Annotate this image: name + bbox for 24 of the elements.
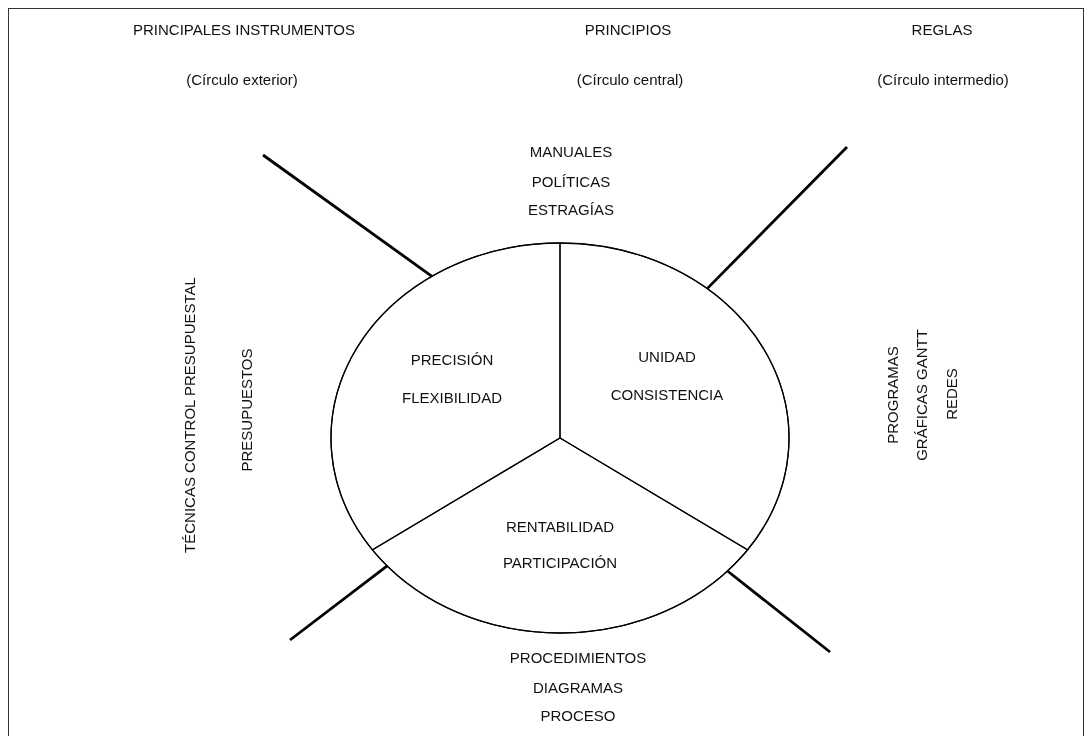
sector-label: CONSISTENCIA: [610, 386, 724, 404]
category-label: POLÍTICAS: [531, 173, 611, 191]
category-label: PROGRAMAS: [884, 346, 902, 444]
category-label: PRINCIPIOS: [584, 21, 672, 39]
category-label: REGLAS: [911, 21, 973, 39]
category-label: PROCEDIMIENTOS: [509, 649, 647, 667]
category-label: (Círculo intermedio): [877, 71, 1009, 89]
sector-label: RENTABILIDAD: [505, 518, 615, 536]
sector-label: FLEXIBILIDAD: [402, 389, 502, 407]
category-label: (Círculo central): [576, 71, 684, 89]
category-label: TÉCNICAS CONTROL PRESUPUESTAL: [181, 277, 199, 553]
category-label: MANUALES: [529, 143, 613, 161]
category-label: PROCESO: [540, 707, 616, 725]
category-label: ESTRAGÍAS: [528, 201, 614, 219]
category-label: REDES: [943, 368, 961, 420]
category-label: PRINCIPALES INSTRUMENTOS: [133, 21, 355, 39]
category-label: PRESUPUESTOS: [238, 348, 256, 472]
sector-label: UNIDAD: [638, 348, 696, 366]
category-label: GRÁFICAS GANTT: [913, 329, 931, 461]
ellipse-sector: [371, 438, 749, 634]
sector-label: PARTICIPACIÓN: [502, 554, 618, 572]
category-label: DIAGRAMAS: [533, 679, 623, 697]
category-label: (Círculo exterior): [186, 71, 298, 89]
sector-label: PRECISIÓN: [410, 351, 494, 369]
